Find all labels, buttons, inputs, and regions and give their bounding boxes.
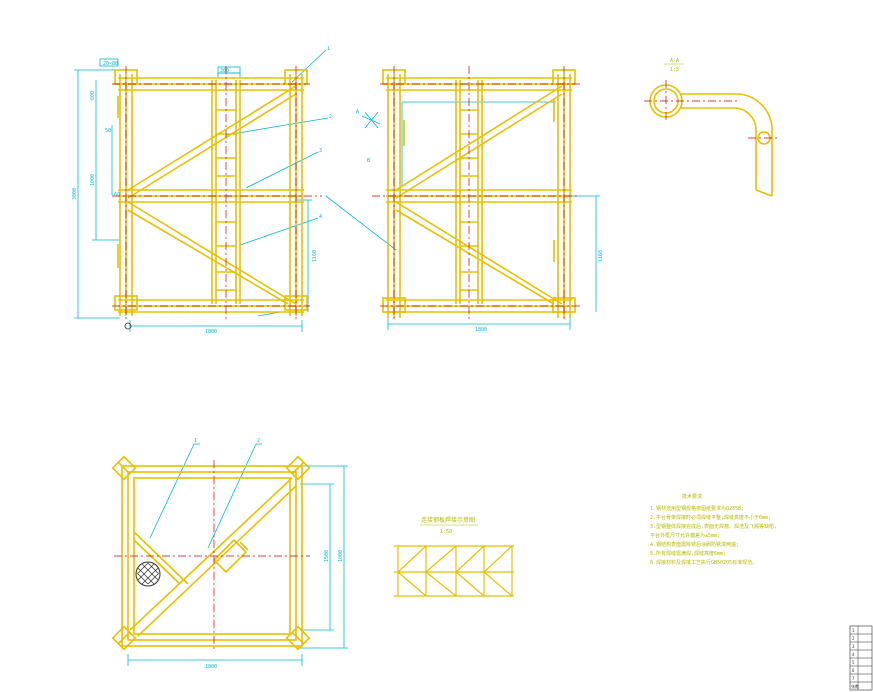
notes-line-1: 1.钢材选用型钢规格按图纸要求为Q235B; [650,505,744,512]
plan-centerlines [114,460,310,652]
elevation-a-labels: 20×80 300 1800 3000 1000 600 50 1160 60 … [72,46,332,335]
title-block-row-7: 7 [852,676,855,681]
detail-scale: 1:5 [670,67,679,73]
plan-width-dim: 1800 [205,664,217,670]
elevation-b-dimensions [325,101,600,330]
elev-b-side-mark-a: A [356,109,359,115]
title-block-row-5: 5 [852,660,855,665]
title-block-row-6: 6 [852,668,855,673]
technical-notes: 技术要求 1.钢材选用型钢规格按图纸要求为Q235B; 2.平台骨架焊接时必须焊… [650,493,777,566]
plan-view: 1800 1800 1500 1 2 [111,438,348,670]
elevation-view-b: 1800 1160 A B [325,66,604,333]
elevation-a-dimensions [74,49,329,332]
elev-a-callout-2: 2 [329,114,332,120]
elev-b-width-dim: 1800 [475,327,487,333]
title-block-footer: 张数 [851,683,859,689]
notes-line-6: 5.所有焊缝需满焊,焊缝高度6mm; [650,550,726,557]
elevation-b-centerlines [372,66,580,322]
detail-title: A-A [670,58,679,64]
truss-title: 连接钢板焊接示意图 [421,516,475,524]
elev-b-right-dim: 1160 [598,250,604,262]
elevation-a-centerlines [112,66,322,322]
elev-a-callout-4: 4 [319,214,322,220]
detail-centerlines [644,80,780,139]
elev-a-right-dim: 1160 [312,250,318,262]
elev-a-left-dim-outer: 3000 [72,188,78,200]
elev-a-width-dim: 1800 [205,329,217,335]
notes-line-3: 3.型钢整体焊接完成后,表面无焊瘤、焊渣及飞溅等缺陷, [650,523,777,530]
elevation-b-labels: 1800 1160 A B [356,109,604,333]
elev-a-top-tag: 20×80 [103,61,118,67]
title-block-row-3: 3 [852,644,855,649]
plan-dimensions [127,443,348,666]
elev-a-left-dim-mid: 1000 [90,174,96,186]
title-block-row-4: 4 [852,652,855,657]
truss-detail: 连接钢板焊接示意图 1:50 [394,516,514,597]
notes-line-7: 6.焊接材料及焊接工艺执行GB50205标准规范。 [650,559,757,566]
elevation-view-a: 20×80 300 1800 3000 1000 600 50 1160 60 … [72,46,332,335]
truss-members [394,545,514,597]
truss-scale: 1:50 [440,529,452,535]
plan-callout-1: 1 [194,438,197,444]
elev-a-callout-1: 1 [327,46,330,52]
notes-line-4: 平台外框尺寸允许偏差为±5mm; [650,532,720,539]
plan-drain-grate [135,561,161,587]
elev-a-mid-tag: 300 [220,68,229,74]
elev-a-left-dim-small: 600 [90,91,96,100]
title-block-row-1: 1 [852,628,855,633]
notes-line-5: 4.钢结构表面需除锈后涂刷防锈漆两遍; [650,541,739,548]
plan-right-dim-inner: 1500 [324,550,330,562]
detail-view-a-a: A-A 1:5 [644,58,780,197]
elev-b-side-mark-b: B [367,158,370,164]
title-block-row-2: 2 [852,636,855,641]
title-block: 1 2 3 4 5 6 7 张数 [849,625,873,691]
elev-a-callout-3: 3 [319,148,322,154]
elev-a-left-dim-tick: 50 [105,128,111,134]
plan-callout-2: 2 [257,438,260,444]
base-mark-circle [124,322,132,330]
elev-a-node-mark: 60 [114,192,120,198]
notes-title: 技术要求 [682,493,702,500]
plan-right-dim-outer: 1800 [338,550,344,562]
notes-line-2: 2.平台骨架焊接时必须焊缝平整,焊缝高度不小于6mm; [650,514,771,521]
plan-labels: 1800 1800 1500 1 2 [194,438,344,670]
